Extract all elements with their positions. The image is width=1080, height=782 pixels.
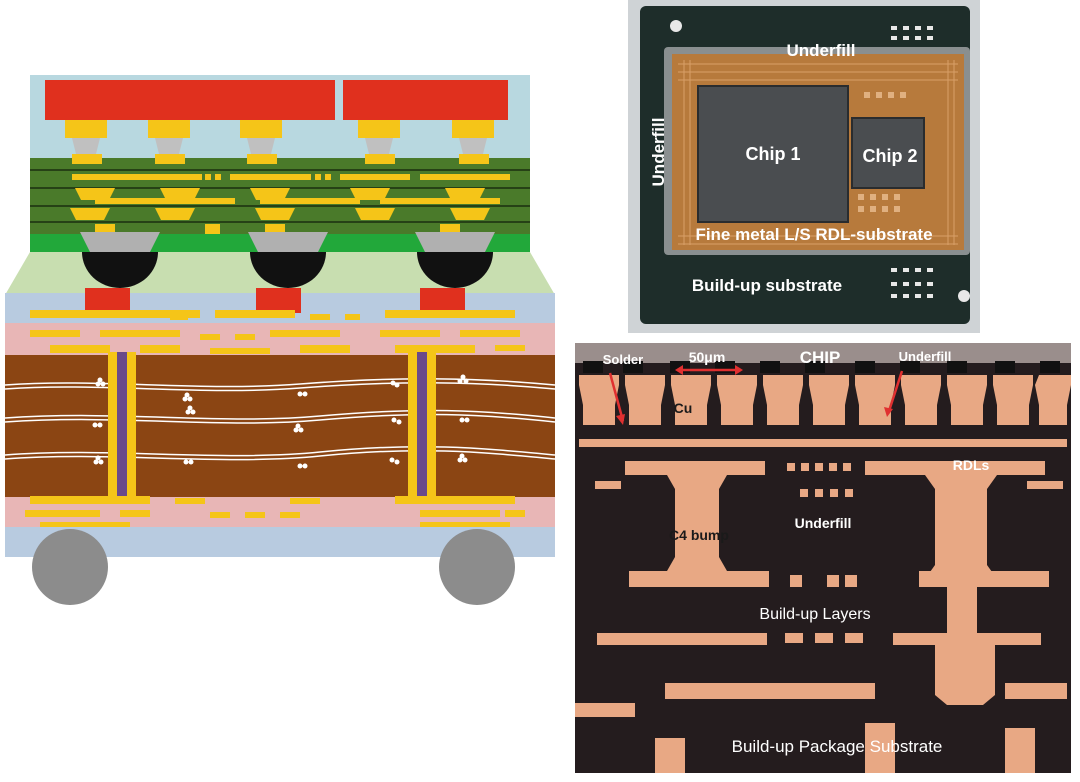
fiducial-top-left: [670, 20, 682, 32]
label-underfill-left: Underfill: [649, 118, 668, 187]
c4-bumps: [80, 232, 495, 288]
label-underfill-top-micro: Underfill: [899, 349, 952, 364]
label-buildup-substrate: Build-up substrate: [692, 276, 842, 295]
package-photo-svg: Underfill Underfill Chip 1 Chip 2 Fine m…: [628, 0, 980, 333]
cross-section-svg: [0, 0, 570, 782]
label-rdl-substrate: Fine metal L/S RDL-substrate: [695, 225, 932, 244]
chip-1-block: [45, 80, 335, 120]
cu-pillars: [579, 375, 1071, 425]
fiducial-bottom-right: [958, 290, 970, 302]
label-cu: Cu: [674, 400, 693, 416]
label-c4-bump: C4 bump: [669, 527, 729, 543]
label-chip: CHIP: [800, 348, 841, 367]
label-buildup-layers: Build-up Layers: [759, 606, 870, 623]
chip-2-block: [343, 80, 508, 120]
label-solder: Solder: [603, 352, 643, 367]
cross-section-diagram: [0, 0, 570, 782]
package-photo: Underfill Underfill Chip 1 Chip 2 Fine m…: [628, 0, 980, 333]
label-rdls: RDLs: [953, 457, 990, 473]
label-chip-2: Chip 2: [862, 146, 917, 166]
cross-section-micrograph: Solder 50μm CHIP Underfill Cu RDLs C4 bu…: [575, 343, 1071, 773]
label-underfill-top: Underfill: [787, 41, 856, 60]
label-chip-1: Chip 1: [745, 144, 800, 164]
substrate-core: [5, 355, 555, 497]
label-scale: 50μm: [689, 349, 726, 365]
label-buildup-package: Build-up Package Substrate: [732, 737, 943, 756]
label-underfill-mid: Underfill: [795, 515, 852, 531]
micrograph-svg: Solder 50μm CHIP Underfill Cu RDLs C4 bu…: [575, 343, 1071, 773]
